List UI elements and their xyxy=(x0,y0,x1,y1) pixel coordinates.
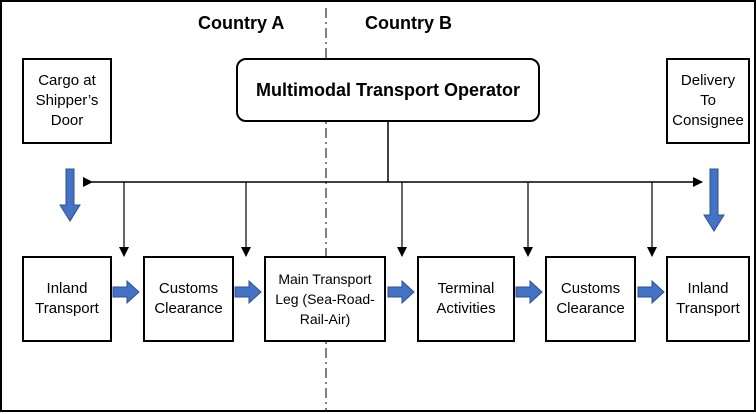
operator-label: Multimodal Transport Operator xyxy=(255,80,521,100)
country-a-label: Country A xyxy=(198,13,285,33)
step-box-main-leg: Main Transport Leg (Sea-Road- Rail-Air) xyxy=(264,256,386,342)
step-label: Terminal Activities xyxy=(436,280,496,317)
step-label: Inland Transport xyxy=(676,280,740,317)
flow-arrow xyxy=(387,279,415,305)
flow-arrow xyxy=(234,279,262,305)
step-label: Customs Clearance xyxy=(154,280,223,317)
step-label: Main Transport Leg (Sea-Road- Rail-Air) xyxy=(275,271,375,327)
step-label: Customs Clearance xyxy=(556,280,625,317)
start-down-arrow xyxy=(59,168,81,222)
step-box-customs-destination: Customs Clearance xyxy=(545,256,636,342)
start-box: Cargo at Shipper’s Door xyxy=(22,58,112,144)
start-label: Cargo at Shipper’s Door xyxy=(35,72,99,129)
end-box: Delivery To Consignee xyxy=(666,58,750,144)
end-down-arrow xyxy=(703,168,725,232)
step-box-inland-origin: Inland Transport xyxy=(22,256,112,342)
step-box-inland-destination: Inland Transport xyxy=(666,256,750,342)
step-label: Inland Transport xyxy=(35,280,99,317)
flow-arrow xyxy=(112,279,140,305)
operator-box: Multimodal Transport Operator xyxy=(236,58,540,122)
flow-arrow xyxy=(515,279,543,305)
step-box-customs-origin: Customs Clearance xyxy=(143,256,234,342)
step-box-terminal: Terminal Activities xyxy=(417,256,515,342)
country-b-label: Country B xyxy=(365,13,452,33)
flow-arrow xyxy=(637,279,665,305)
end-label: Delivery To Consignee xyxy=(672,72,744,129)
